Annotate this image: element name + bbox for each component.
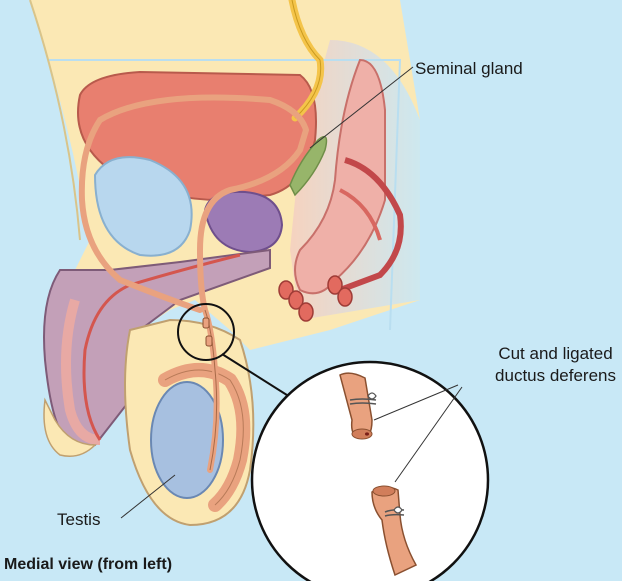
label-seminal-gland: Seminal gland [415, 59, 523, 79]
label-cut-ligated: Cut and ligated ductus deferens [495, 343, 616, 387]
label-cut-line2: ductus deferens [495, 365, 616, 387]
label-testis: Testis [57, 510, 100, 530]
label-cut-line1: Cut and ligated [495, 343, 616, 365]
figure-caption: Medial view (from left) [4, 556, 172, 574]
